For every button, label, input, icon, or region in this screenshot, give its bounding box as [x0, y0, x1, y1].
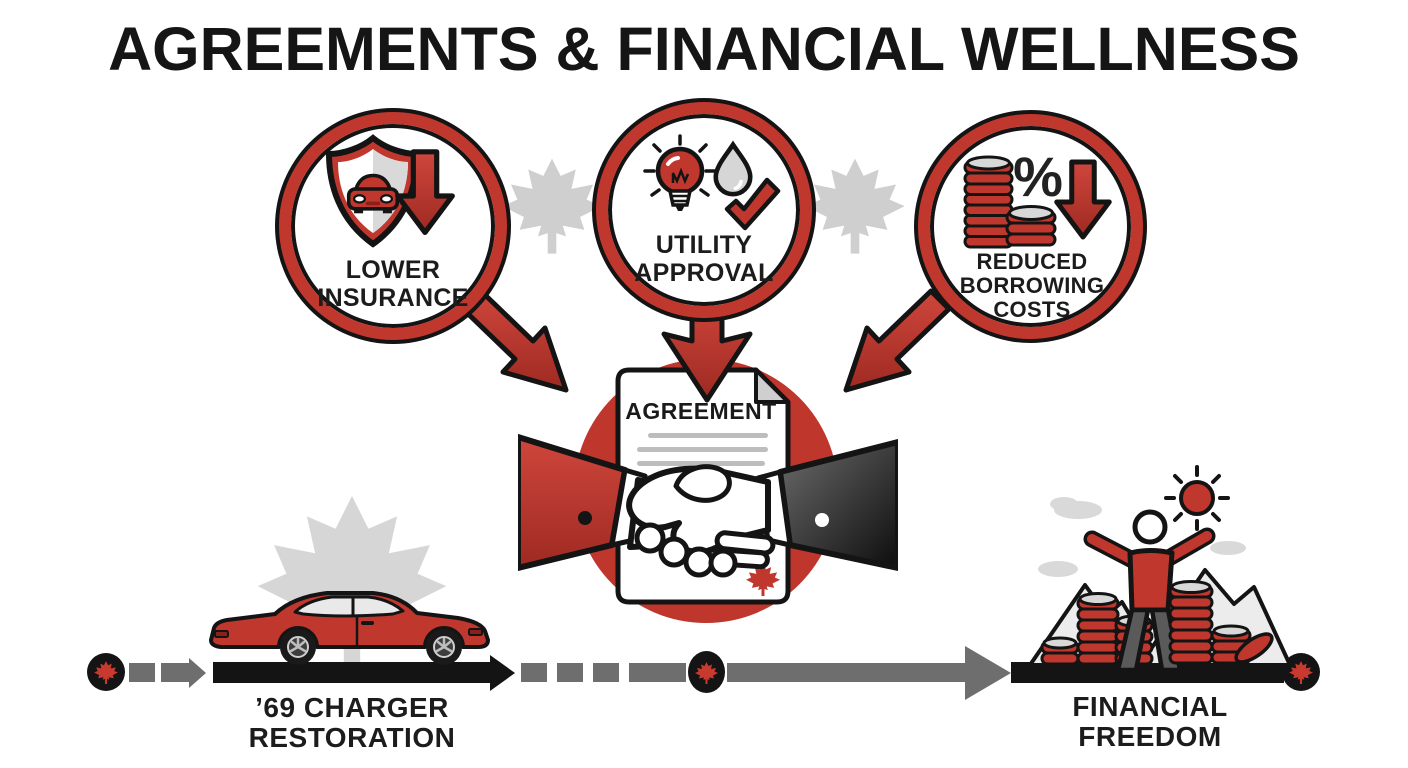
timeline-arrowhead-large: [965, 646, 1011, 700]
person-celebrating-icon: [1083, 509, 1216, 673]
person-head: [1132, 509, 1168, 545]
label-line: APPROVAL: [634, 258, 774, 287]
car-wheel: [426, 629, 462, 665]
timeline-dash: [161, 663, 189, 682]
page-fold-icon: [754, 368, 790, 404]
coin-stack-icon: [963, 155, 1014, 249]
car-taillight: [468, 628, 483, 636]
tilted-coin-icon: [1234, 632, 1274, 664]
financial-freedom-scene: [1028, 465, 1292, 673]
document-line: [637, 447, 768, 452]
timeline-arrowhead: [490, 655, 515, 691]
person-torso: [1127, 548, 1175, 613]
timeline-bar-gray: [727, 663, 965, 682]
agreement-title: AGREEMENT: [625, 398, 776, 424]
right-sleeve: [777, 439, 898, 571]
document-line: [648, 433, 768, 438]
cloud-icon: [1038, 497, 1246, 577]
label-line: FINANCIAL: [1072, 691, 1228, 722]
left-sleeve: [518, 434, 628, 571]
timeline-bar-black: [1011, 662, 1284, 683]
label-line: COSTS: [993, 297, 1071, 323]
timeline-start-label: ’69 CHARGER RESTORATION: [212, 692, 492, 754]
timeline-marker-middle: [688, 651, 725, 693]
cufflink-button: [815, 513, 829, 527]
car-windows: [293, 595, 405, 618]
thumb: [673, 464, 732, 503]
timeline-marker-start: [87, 653, 125, 691]
car-front-icon: [346, 173, 400, 214]
label-line: REDUCED: [976, 249, 1088, 274]
down-arrow-icon: [1054, 159, 1112, 240]
car-door-handle: [361, 621, 374, 625]
car-headlight: [214, 630, 229, 638]
timeline-dash: [521, 663, 547, 682]
car-body: [209, 591, 490, 649]
timeline-dash: [593, 663, 619, 682]
coin-stacks-icon: [1168, 580, 1274, 665]
shield-car-down-arrow-icon: [325, 134, 455, 248]
car-wheel: [280, 629, 316, 665]
lightbulb-drop-check-icon: [643, 134, 781, 231]
lightbulb-icon: [643, 134, 717, 211]
label-line: BORROWING: [959, 273, 1105, 299]
label-line: FREEDOM: [1078, 721, 1222, 753]
knuckle: [634, 522, 666, 554]
benefit-label-reduced-borrowing: REDUCED BORROWING COSTS: [932, 249, 1132, 323]
page-title: AGREEMENTS & FINANCIAL WELLNESS: [108, 15, 1300, 83]
sun-icon: [1164, 465, 1230, 531]
knuckle: [708, 548, 738, 578]
timeline-end-label: FINANCIAL FREEDOM: [1010, 691, 1290, 753]
label-line: INSURANCE: [317, 283, 469, 312]
benefit-label-utility-approval: UTILITY APPROVAL: [604, 231, 804, 287]
cufflink-button: [578, 511, 592, 525]
classic-car-icon: [209, 591, 490, 665]
shield-icon: [325, 134, 421, 248]
small-coin-stack-icon: [1005, 205, 1057, 247]
label-line: UTILITY: [655, 231, 753, 259]
knuckle: [683, 546, 715, 578]
right-arrow-icon: [843, 288, 952, 393]
label-line: LOWER: [345, 256, 441, 284]
document-line: [637, 461, 765, 466]
timeline-arrowhead: [189, 658, 206, 688]
checkmark-icon: [724, 177, 781, 231]
handshake-icon: [518, 434, 898, 578]
label-line: RESTORATION: [248, 722, 456, 754]
timeline-dash: [129, 663, 155, 682]
timeline-dash: [557, 663, 583, 682]
benefit-label-lower-insurance: LOWER INSURANCE: [293, 256, 493, 312]
water-drop-icon: [713, 140, 753, 197]
timeline-bar-black: [213, 662, 490, 683]
label-line: ’69 CHARGER: [255, 692, 449, 723]
coins-percent-down-arrow-icon: %: [963, 145, 1112, 249]
timeline-dash: [629, 663, 686, 682]
down-arrow-icon: [395, 149, 455, 235]
left-arrow-icon: [460, 288, 569, 393]
percent-icon: %: [1013, 145, 1063, 208]
knuckle: [658, 536, 690, 568]
